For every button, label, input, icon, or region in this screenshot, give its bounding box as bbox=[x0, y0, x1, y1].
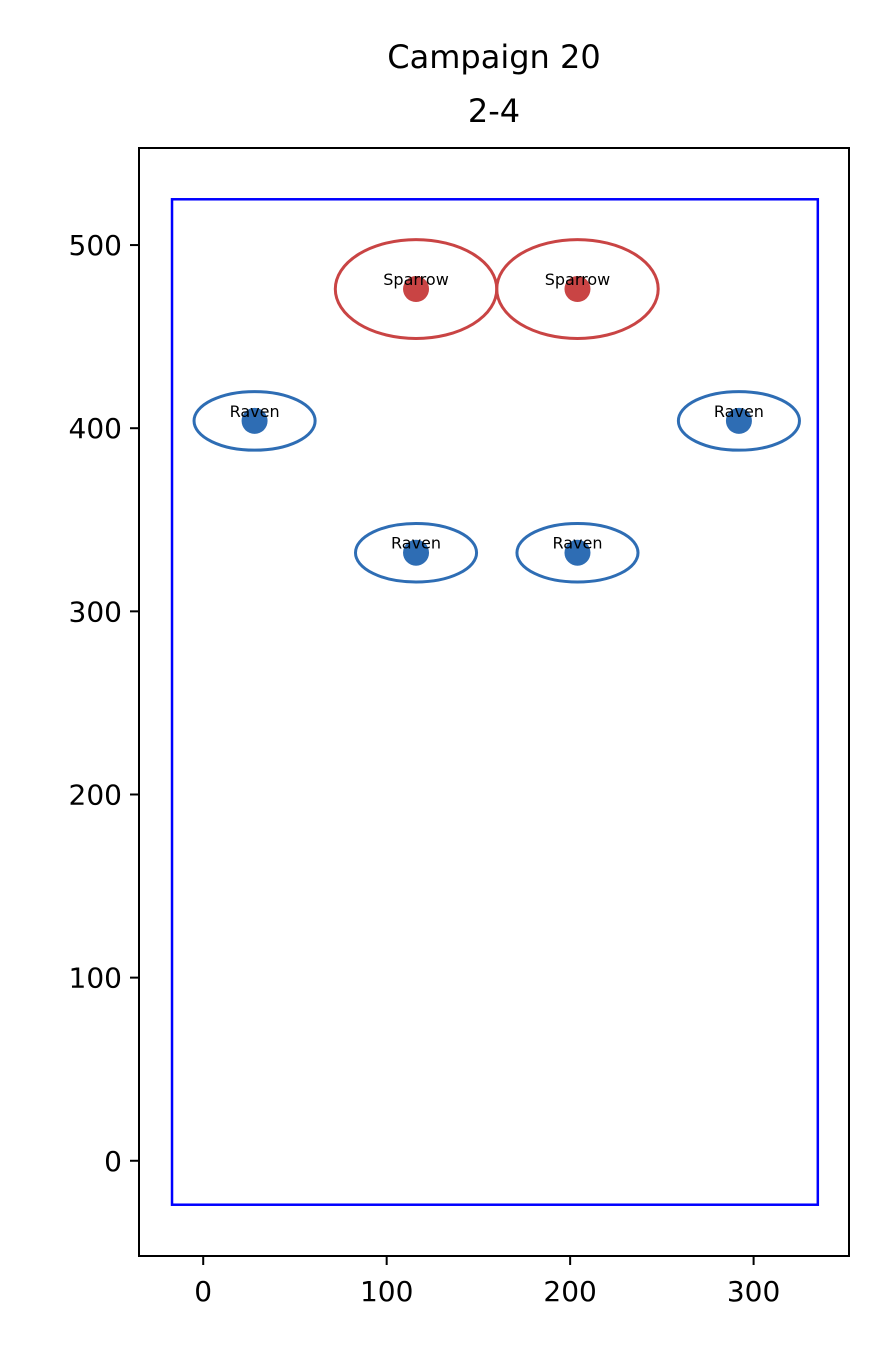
x-tick-label: 300 bbox=[727, 1275, 780, 1308]
raven-point bbox=[241, 407, 268, 434]
y-tick-label: 0 bbox=[104, 1145, 122, 1178]
y-tick-label: 300 bbox=[69, 595, 122, 628]
raven-range-ellipse bbox=[192, 390, 317, 452]
sparrow-range-ellipse bbox=[495, 238, 660, 340]
raven-label: Raven bbox=[230, 402, 280, 421]
chart-title-line-1: Campaign 20 bbox=[387, 38, 600, 76]
x-tick-label: 100 bbox=[360, 1275, 413, 1308]
y-tick-label: 500 bbox=[69, 229, 122, 262]
x-tick-label: 0 bbox=[194, 1275, 212, 1308]
raven-label: Raven bbox=[391, 534, 441, 553]
sparrow-point bbox=[403, 276, 430, 303]
raven-range-ellipse bbox=[515, 521, 640, 584]
sparrow-label: Sparrow bbox=[545, 270, 611, 289]
y-tick-label: 200 bbox=[69, 778, 122, 811]
sparrow-point bbox=[564, 276, 591, 303]
raven-range-ellipse bbox=[676, 390, 801, 452]
raven-point bbox=[725, 407, 752, 434]
x-tick-label: 200 bbox=[543, 1275, 596, 1308]
y-tick-label: 100 bbox=[69, 962, 122, 995]
y-tick-label: 400 bbox=[69, 412, 122, 445]
raven-label: Raven bbox=[714, 402, 764, 421]
sparrow-label: Sparrow bbox=[383, 270, 449, 289]
chart-title-line-2: 2-4 bbox=[468, 92, 520, 130]
raven-label: Raven bbox=[552, 534, 602, 553]
raven-range-ellipse bbox=[353, 521, 479, 584]
raven-point bbox=[564, 539, 591, 566]
boundary-rect bbox=[170, 198, 820, 1206]
axes-frame bbox=[138, 147, 850, 1257]
raven-point bbox=[403, 539, 430, 566]
